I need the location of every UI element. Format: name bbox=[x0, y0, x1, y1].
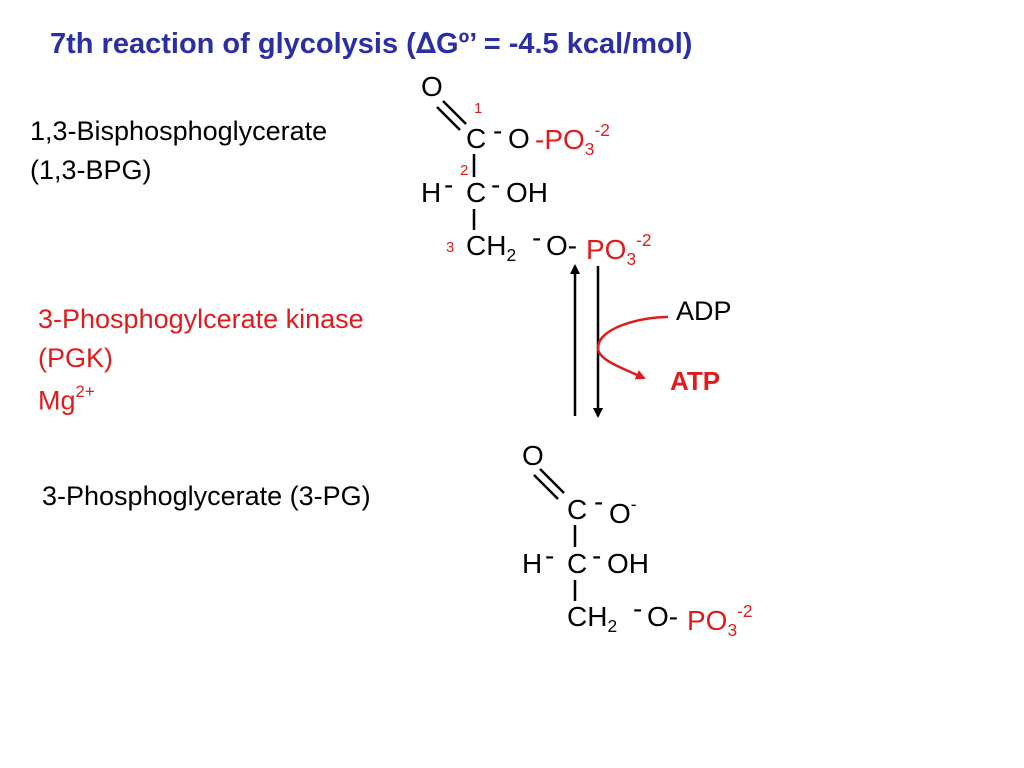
enzyme-abbrev: (PGK) bbox=[38, 343, 114, 373]
enzyme-name: 3-Phosphogylcerate kinase bbox=[38, 304, 364, 334]
product-o3: O- bbox=[647, 601, 679, 632]
product-bond-c-oh: - bbox=[592, 540, 602, 571]
product-c2: C bbox=[567, 548, 588, 579]
reactant-h: H bbox=[421, 177, 442, 208]
product-ch2: CH2 bbox=[567, 601, 618, 637]
reactant-name: 1,3-Bisphosphoglycerate bbox=[30, 116, 328, 146]
reactant-c1: C bbox=[466, 123, 487, 154]
reactant-o-top: O bbox=[421, 71, 443, 102]
carbon-number-1: 1 bbox=[474, 100, 483, 117]
reactant-bond-h-c: - bbox=[444, 169, 454, 200]
product-o-top: O bbox=[522, 440, 544, 471]
product-double-bond bbox=[533, 468, 565, 500]
reactant-o1: O bbox=[508, 123, 530, 154]
reactant-oh: OH bbox=[506, 177, 548, 208]
reactant-double-bond bbox=[436, 100, 467, 131]
carbon-number-3: 3 bbox=[446, 239, 455, 256]
reactant-phosphate-1: -PO3-2 bbox=[535, 120, 610, 160]
reactant-c2: C bbox=[466, 177, 487, 208]
product-bond-c-o: - bbox=[594, 486, 604, 517]
reactant-abbrev: (1,3-BPG) bbox=[30, 155, 152, 185]
reactant-bond-c-o: - bbox=[493, 115, 503, 146]
reactant-o3: O- bbox=[546, 230, 578, 261]
adp-atp-curved-arrow bbox=[596, 315, 669, 380]
product-oh: OH bbox=[607, 548, 649, 579]
enzyme-cofactor: Mg2+ bbox=[38, 382, 95, 416]
carbon-number-2: 2 bbox=[460, 162, 469, 179]
product-h: H bbox=[522, 548, 543, 579]
reactant-ch2: CH2 bbox=[466, 230, 517, 266]
product-name: 3-Phosphoglycerate (3-PG) bbox=[42, 481, 371, 511]
product-bond-h-c: - bbox=[545, 540, 555, 571]
reactant-phosphate-3: PO3-2 bbox=[586, 230, 652, 270]
reactant-bond-c-oh: - bbox=[491, 169, 501, 200]
product-bond-ch2-o: - bbox=[633, 593, 643, 624]
product-phosphate: PO3-2 bbox=[687, 601, 753, 641]
product-c1: C bbox=[567, 494, 588, 525]
reactant-bond-ch2-o: - bbox=[532, 222, 542, 253]
product-o1: O- bbox=[609, 494, 637, 530]
atp-label: ATP bbox=[670, 366, 721, 396]
adp-label: ADP bbox=[676, 296, 732, 326]
slide-title: 7th reaction of glycolysis (∆Gº’ = -4.5 … bbox=[50, 26, 693, 60]
